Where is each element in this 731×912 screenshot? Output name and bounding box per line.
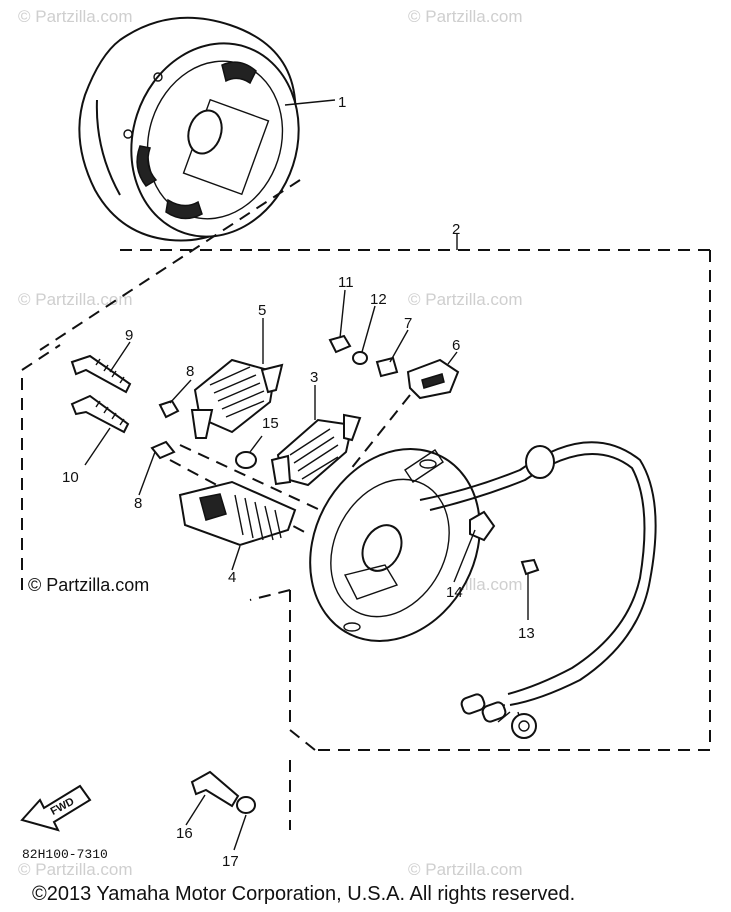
callout-13: 13 (518, 625, 535, 642)
callout-11: 11 (338, 274, 354, 291)
callout-8-lower: 8 (134, 495, 142, 512)
callout-9: 9 (125, 327, 133, 344)
leader-lines (84, 99, 529, 851)
watermark: © Partzilla.com (18, 290, 133, 309)
callout-14: 14 (446, 584, 463, 601)
watermark: © Partzilla.com (408, 7, 523, 26)
assembly-boundary (21, 179, 711, 830)
callout-7: 7 (404, 315, 412, 332)
watermark: © Partzilla.com (18, 7, 133, 26)
callout-17: 17 (222, 853, 239, 870)
watermark-strong: © Partzilla.com (28, 575, 149, 595)
callout-1: 1 (338, 94, 346, 111)
callout-15: 15 (262, 415, 279, 432)
coil-part-5 (190, 358, 284, 439)
callout-2: 2 (452, 221, 460, 238)
watermarks: © Partzilla.com © Partzilla.com © Partzi… (18, 7, 523, 879)
wire-harness (419, 441, 657, 739)
callout-10: 10 (62, 469, 79, 486)
callout-4: 4 (228, 569, 236, 586)
watermark: © Partzilla.com (408, 290, 523, 309)
coil-part-3 (270, 413, 362, 487)
callout-3: 3 (310, 369, 318, 386)
callout-numbers: 1 2 3 4 5 6 7 8 8 9 10 11 12 13 14 15 16… (62, 94, 535, 870)
coil-part-4 (178, 480, 297, 547)
flywheel-rotor (78, 16, 300, 242)
callout-8-upper: 8 (186, 363, 194, 380)
callout-16: 16 (176, 825, 193, 842)
fasteners (70, 334, 540, 814)
copyright-footer: ©2013 Yamaha Motor Corporation, U.S.A. A… (32, 883, 575, 905)
watermark: © Partzilla.com (408, 860, 523, 879)
callout-5: 5 (258, 302, 266, 319)
forward-arrow-icon: FWD (20, 784, 92, 832)
callout-6: 6 (452, 337, 460, 354)
callout-12: 12 (370, 291, 387, 308)
diagram-code: 82H100-7310 (22, 847, 108, 862)
watermark: © Partzilla.com (18, 860, 133, 879)
